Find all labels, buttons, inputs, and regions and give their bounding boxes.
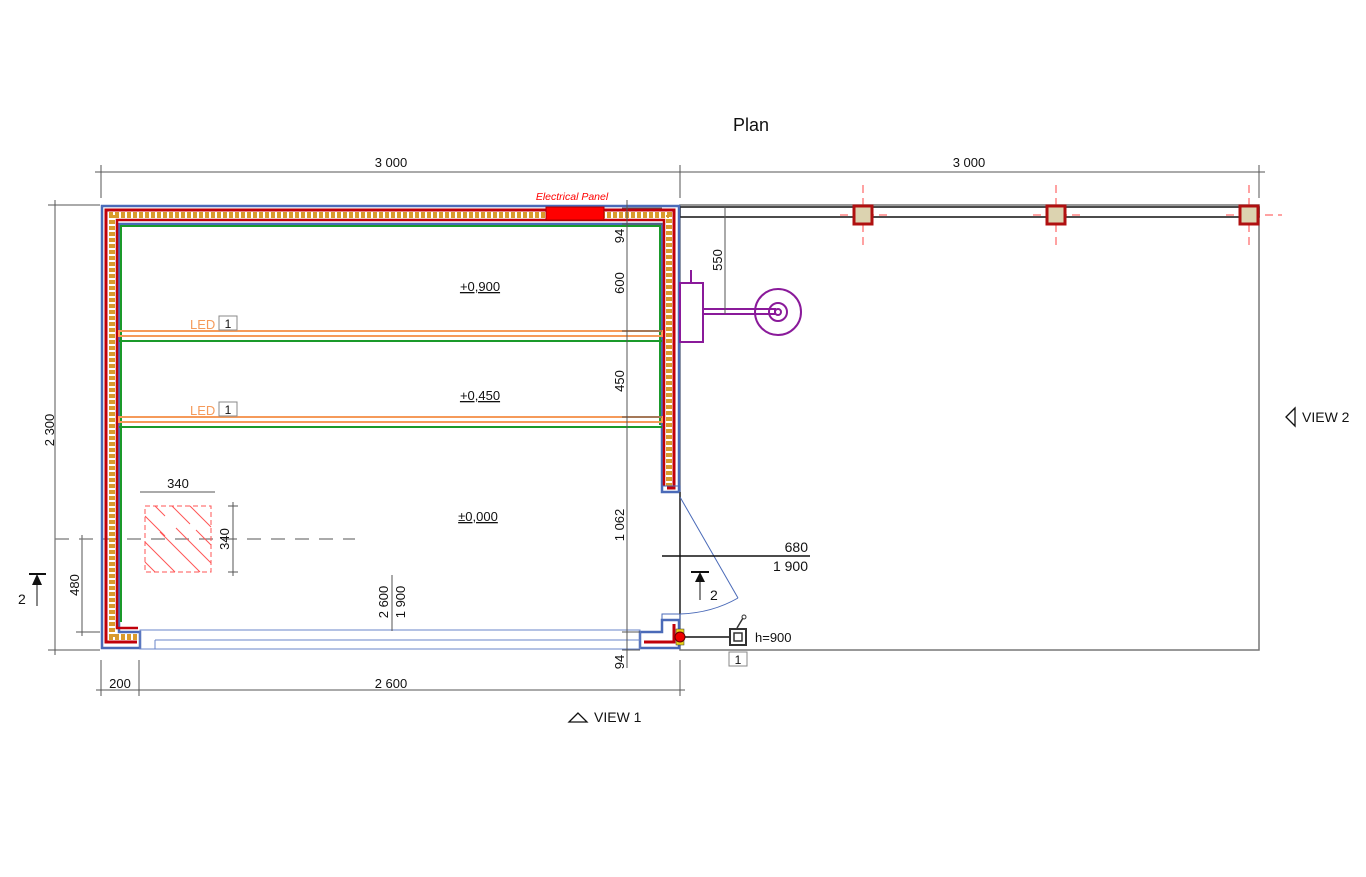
dim-550: 550 bbox=[710, 249, 725, 271]
walls bbox=[100, 204, 681, 650]
dim-top-left: 3 000 bbox=[375, 155, 408, 170]
switch-tag: 1 bbox=[735, 653, 742, 667]
view2-label: VIEW 2 bbox=[1302, 409, 1350, 425]
led-label: LED bbox=[190, 317, 215, 332]
plan-title: Plan bbox=[733, 115, 769, 135]
level-floor: ±0,000 bbox=[458, 509, 498, 524]
post bbox=[852, 204, 874, 226]
terrace-outline bbox=[679, 204, 1260, 651]
section-label: 2 bbox=[18, 591, 26, 607]
top-dimension bbox=[95, 165, 1265, 198]
section-label: 2 bbox=[710, 587, 718, 603]
door-height: 1 900 bbox=[773, 558, 808, 574]
shelf-top bbox=[118, 330, 663, 342]
dim-top-right: 3 000 bbox=[953, 155, 986, 170]
level-mid: +0,450 bbox=[460, 388, 500, 403]
switch-height: h=900 bbox=[755, 630, 792, 645]
door bbox=[679, 492, 739, 615]
electrical-panel-label: Electrical Panel bbox=[536, 191, 609, 203]
dim-94-bottom: 94 bbox=[612, 655, 627, 669]
led-tag: 1 bbox=[225, 403, 232, 417]
light-switch bbox=[674, 614, 747, 646]
right-dimension bbox=[622, 200, 662, 668]
switch-tag-box bbox=[728, 651, 748, 667]
box-height: 340 bbox=[217, 528, 232, 550]
dim-94-top: 94 bbox=[612, 229, 627, 243]
view2-marker-icon bbox=[1285, 406, 1296, 428]
window bbox=[139, 629, 641, 650]
post bbox=[1238, 204, 1260, 226]
dim-1062: 1 062 bbox=[612, 509, 627, 542]
top-beam bbox=[679, 206, 1260, 218]
dim-480: 480 bbox=[67, 574, 82, 596]
dim-450: 450 bbox=[612, 370, 627, 392]
view1-marker-icon bbox=[567, 712, 589, 723]
left-dimension bbox=[48, 200, 100, 655]
door-width: 680 bbox=[785, 539, 809, 555]
window-height: 1 900 bbox=[393, 586, 408, 619]
dim-600: 600 bbox=[612, 272, 627, 294]
heater bbox=[679, 270, 802, 343]
hatched-area bbox=[140, 491, 238, 576]
view1-label: VIEW 1 bbox=[594, 709, 642, 725]
section-marker-left bbox=[29, 573, 46, 606]
led-tag-box bbox=[218, 401, 238, 417]
led-tag-box bbox=[218, 315, 238, 331]
dim-200: 200 bbox=[109, 676, 131, 691]
window-width: 2 600 bbox=[376, 586, 391, 619]
shelf-mid bbox=[118, 416, 663, 428]
dim-2600: 2 600 bbox=[375, 676, 408, 691]
inner-lining bbox=[120, 225, 661, 622]
bottom-dimension bbox=[96, 660, 685, 696]
electrical-panel bbox=[545, 206, 605, 221]
box-width: 340 bbox=[167, 476, 189, 491]
dim-left-total: 2 300 bbox=[42, 414, 57, 447]
posts bbox=[840, 185, 1282, 245]
section-marker-right bbox=[691, 571, 709, 600]
led-label: LED bbox=[190, 403, 215, 418]
level-top: +0,900 bbox=[460, 279, 500, 294]
led-tag: 1 bbox=[225, 317, 232, 331]
post bbox=[1045, 204, 1067, 226]
